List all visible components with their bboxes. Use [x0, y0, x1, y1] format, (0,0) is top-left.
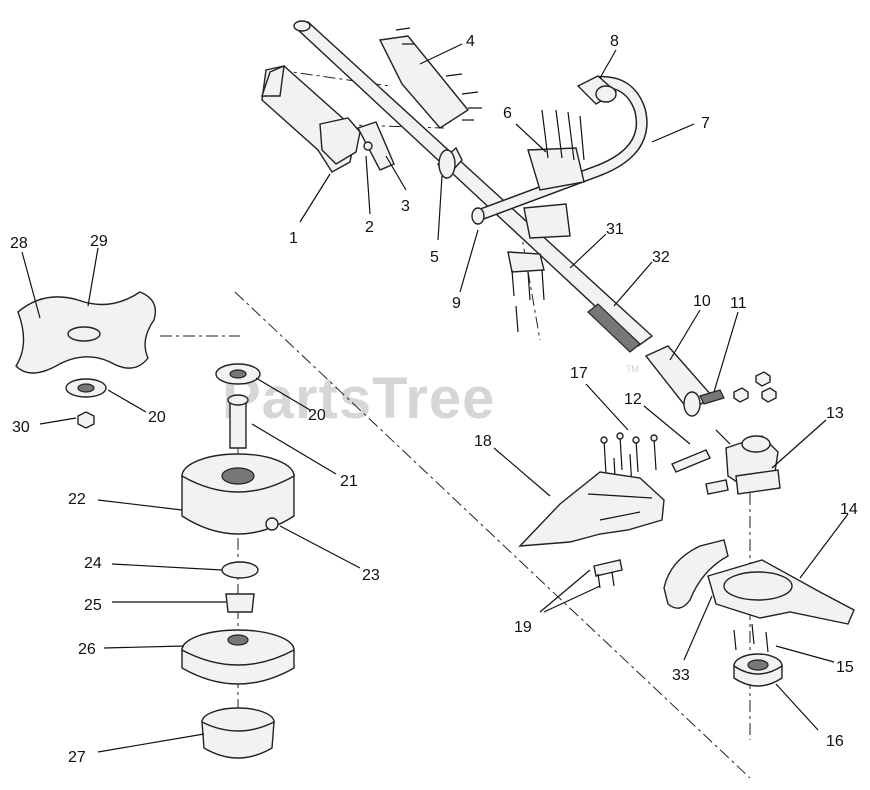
drive-shaft: [293, 20, 654, 353]
leader-5: [437, 175, 443, 241]
leader-22: [97, 499, 183, 511]
leader-26: [103, 645, 185, 649]
throttle-assembly: [356, 27, 482, 171]
shaft-clip: [437, 146, 463, 180]
callout-32: 32: [652, 249, 670, 266]
star-blade: [15, 291, 157, 374]
debris-guard: [518, 471, 665, 589]
callout-20-head: 20: [308, 407, 326, 424]
leader-3: [385, 155, 407, 191]
leader-15: [775, 645, 835, 663]
head-housing: [181, 453, 295, 535]
leader-10: [669, 309, 701, 361]
callout-5: 5: [430, 249, 439, 266]
callout-31: 31: [606, 221, 624, 238]
callout-numbers: 1 2 3 4 5 6 7 8 9 10 11 12 13 14 15 16 1…: [10, 33, 858, 766]
leader-33: [683, 595, 713, 661]
leader-4: [419, 43, 463, 65]
leader-23: [279, 525, 361, 569]
watermark-trademark: TM: [626, 364, 639, 374]
callout-3: 3: [401, 198, 410, 215]
callout-11: 11: [730, 295, 747, 312]
watermark-text: PartsTree: [222, 366, 495, 431]
blade-shield: [707, 559, 855, 625]
axis-line-diagonal: [234, 291, 751, 779]
callout-1: 1: [289, 230, 298, 247]
leader-17: [585, 383, 629, 431]
callout-10: 10: [693, 293, 711, 310]
callout-23: 23: [362, 567, 380, 584]
shield-extension: [663, 539, 729, 609]
leader-1: [299, 173, 331, 223]
callout-14: 14: [840, 501, 858, 518]
leader-19a: [539, 569, 591, 613]
callout-26: 26: [78, 641, 96, 658]
callout-19: 19: [514, 619, 532, 636]
axis-line-clamp: [519, 225, 541, 341]
callout-28: 28: [10, 235, 28, 252]
callout-20-blade: 20: [148, 409, 166, 426]
callout-9: 9: [452, 295, 461, 312]
bearing-assembly: [733, 623, 783, 687]
callout-29: 29: [90, 233, 108, 250]
shaft-coupler: [644, 345, 725, 417]
rear-handle: [261, 64, 361, 173]
head-internals: [181, 561, 295, 759]
leader-12: [643, 405, 691, 445]
leader-29: [87, 247, 99, 307]
leader-lines: [21, 43, 849, 753]
blade-washer-nut: [65, 378, 107, 429]
callout-13: 13: [826, 405, 844, 422]
leader-21: [251, 423, 337, 475]
callout-2: 2: [365, 219, 374, 236]
callout-4: 4: [466, 33, 475, 50]
callout-24: 24: [84, 555, 102, 572]
leader-20b: [255, 377, 311, 411]
leader-31: [569, 233, 607, 269]
leader-30: [39, 417, 77, 425]
callout-17: 17: [570, 365, 588, 382]
head-washer-spacer: [215, 363, 261, 449]
leader-19b: [543, 585, 601, 613]
watermark: PartsTree TM: [222, 364, 639, 431]
leader-20a: [107, 389, 147, 413]
leader-18: [493, 447, 551, 497]
leader-2: [365, 155, 371, 215]
callout-8: 8: [610, 33, 619, 50]
leader-13: [771, 419, 827, 469]
callout-18: 18: [474, 433, 492, 450]
leader-8: [599, 49, 617, 79]
callout-7: 7: [701, 115, 710, 132]
gearbox: [705, 371, 781, 495]
leader-7: [651, 123, 695, 143]
callout-16: 16: [826, 733, 844, 750]
leader-24: [111, 563, 223, 571]
callout-6: 6: [503, 105, 512, 122]
leader-11: [713, 311, 739, 393]
leader-6: [515, 123, 547, 153]
leader-27: [97, 733, 205, 753]
leader-14: [799, 513, 849, 579]
callout-33: 33: [672, 667, 690, 684]
callout-21: 21: [340, 473, 358, 490]
leader-16: [775, 683, 819, 731]
leader-32: [613, 261, 653, 307]
callout-12: 12: [624, 391, 642, 408]
callout-25: 25: [84, 597, 102, 614]
callout-27: 27: [68, 749, 86, 766]
leader-28: [21, 251, 41, 319]
handle-clamp: [507, 109, 585, 333]
loop-handle: [471, 75, 648, 225]
callout-22: 22: [68, 491, 86, 508]
leader-9: [459, 229, 479, 293]
callout-30: 30: [12, 419, 30, 436]
callout-15: 15: [836, 659, 854, 676]
